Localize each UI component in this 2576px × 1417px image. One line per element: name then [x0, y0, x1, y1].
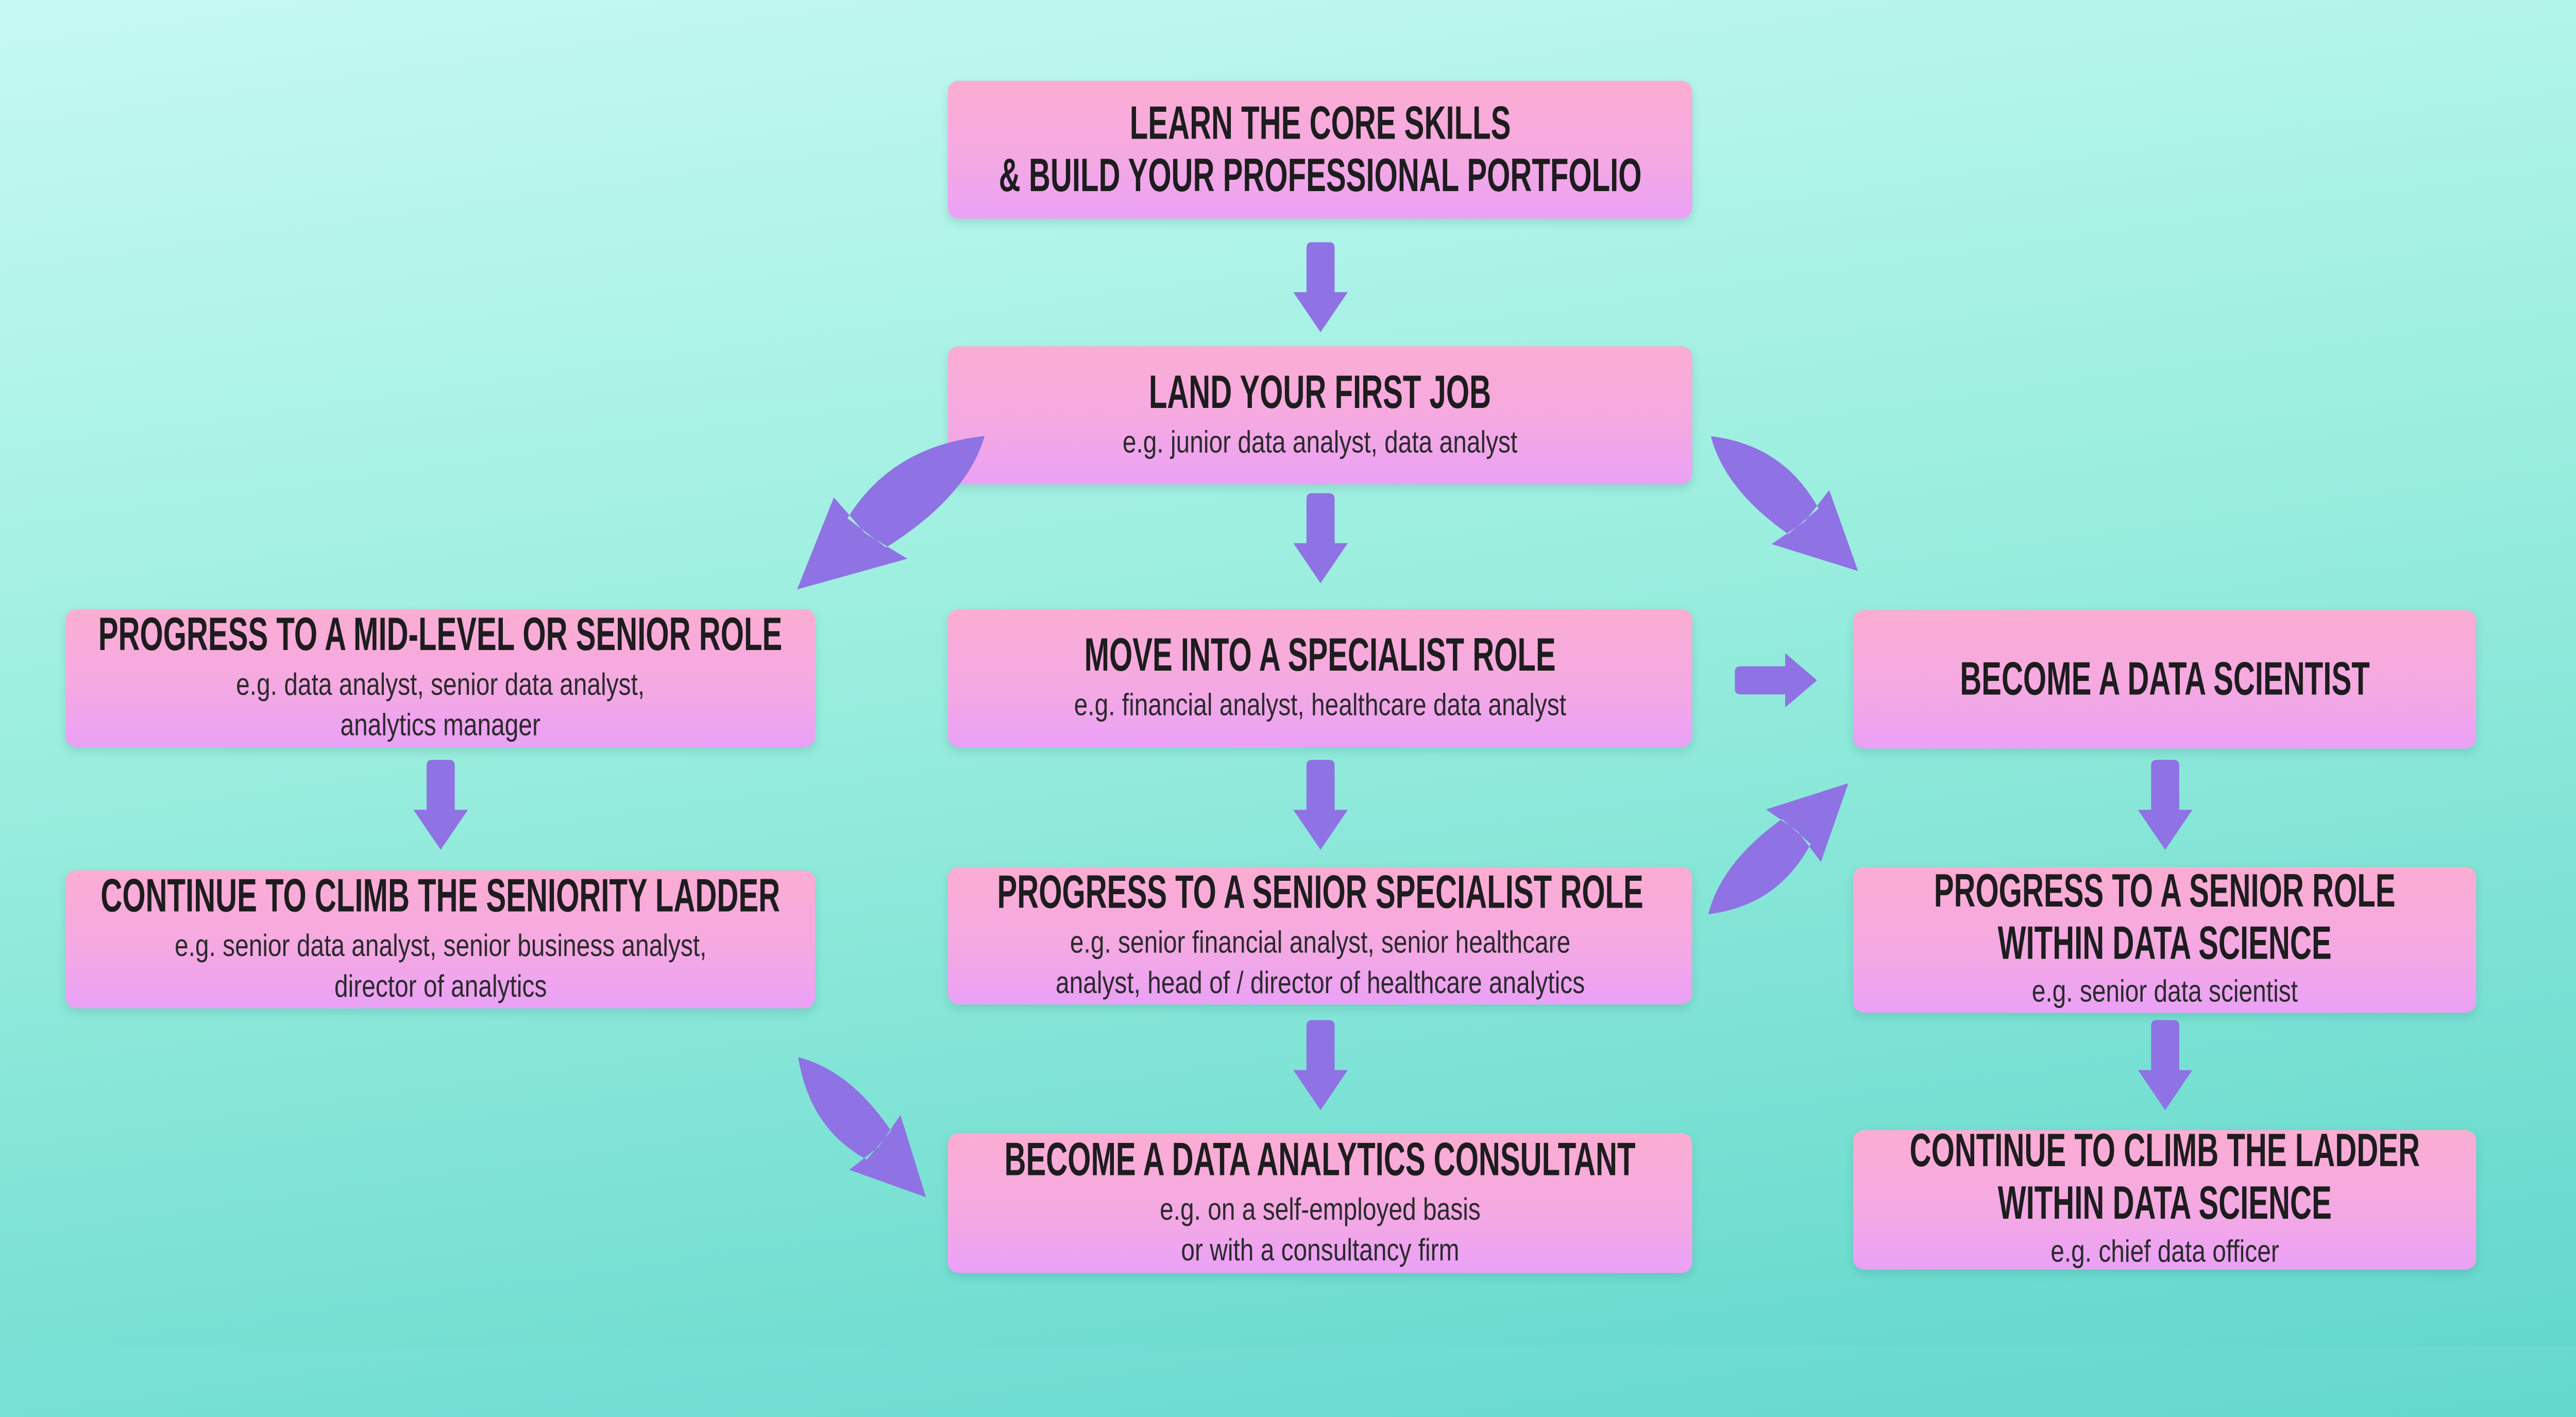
node-learn-core-skills: LEARN THE CORE SKILLS & BUILD YOUR PROFE… — [947, 80, 1692, 219]
down-arrow-senior-specialist-to-consultant-icon — [1293, 1020, 1349, 1111]
down-arrow-scientist-to-senior-ds-icon — [2137, 760, 2193, 850]
node-title: CONTINUE TO CLIMB THE SENIORITY LADDER — [100, 870, 781, 922]
node-subtitle: e.g. on a self-employed basis or with a … — [1159, 1192, 1481, 1268]
curved-arrow-land-to-scientist-icon — [1708, 431, 1859, 572]
node-land-first-job: LAND YOUR FIRST JOB e.g. junior data ana… — [947, 346, 1692, 485]
node-title: BECOME A DATA ANALYTICS CONSULTANT — [1004, 1134, 1636, 1186]
right-arrow-specialist-to-scientist-icon — [1735, 652, 1818, 708]
curved-arrow-senior-specialist-to-scientist-icon — [1705, 782, 1850, 920]
node-subtitle: e.g. financial analyst, healthcare data … — [1074, 688, 1566, 722]
down-arrow-land-to-specialist-icon — [1293, 493, 1349, 584]
node-title: LAND YOUR FIRST JOB — [1149, 366, 1492, 419]
node-subtitle: e.g. senior data analyst, senior busines… — [174, 929, 707, 1004]
curved-arrow-land-to-midlevel-icon — [795, 430, 989, 591]
node-progress-mid-level: PROGRESS TO A MID-LEVEL OR SENIOR ROLE e… — [65, 609, 816, 747]
node-subtitle: e.g. chief data officer — [2050, 1234, 2279, 1269]
node-subtitle: e.g. senior financial analyst, senior he… — [1055, 925, 1585, 1000]
node-data-analytics-consultant: BECOME A DATA ANALYTICS CONSULTANT e.g. … — [947, 1133, 1692, 1273]
node-become-data-scientist: BECOME A DATA SCIENTIST — [1853, 610, 2477, 749]
node-title: PROGRESS TO A MID-LEVEL OR SENIOR ROLE — [98, 609, 783, 661]
node-move-specialist-role: MOVE INTO A SPECIALIST ROLE e.g. financi… — [947, 609, 1692, 747]
node-subtitle: e.g. senior data scientist — [2031, 974, 2298, 1009]
down-arrow-specialist-to-senior-specialist-icon — [1293, 760, 1349, 850]
down-arrow-learn-to-land-icon — [1293, 242, 1349, 333]
node-title: PROGRESS TO A SENIOR SPECIALIST ROLE — [997, 866, 1643, 918]
node-senior-role-data-science: PROGRESS TO A SENIOR ROLE WITHIN DATA SC… — [1853, 864, 2477, 1013]
node-title: BECOME A DATA SCIENTIST — [1959, 653, 2370, 705]
node-subtitle: e.g. data analyst, senior data analyst, … — [236, 667, 645, 743]
node-title: LEARN THE CORE SKILLS & BUILD YOUR PROFE… — [998, 97, 1642, 202]
career-path-flowchart: LEARN THE CORE SKILLS & BUILD YOUR PROFE… — [0, 0, 2576, 1346]
node-senior-specialist-role: PROGRESS TO A SENIOR SPECIALIST ROLE e.g… — [947, 866, 1692, 1005]
curved-arrow-ladder-to-consultant-icon — [793, 1054, 927, 1199]
node-title: PROGRESS TO A SENIOR ROLE WITHIN DATA SC… — [1934, 864, 2396, 969]
node-title: MOVE INTO A SPECIALIST ROLE — [1084, 629, 1556, 681]
down-arrow-senior-ds-to-climb-ds-icon — [2137, 1020, 2193, 1111]
down-arrow-midlevel-to-ladder-icon — [413, 760, 469, 850]
node-climb-ladder-data-science: CONTINUE TO CLIMB THE LADDER WITHIN DATA… — [1853, 1125, 2477, 1270]
node-title: CONTINUE TO CLIMB THE LADDER WITHIN DATA… — [1909, 1124, 2420, 1229]
node-climb-seniority-ladder: CONTINUE TO CLIMB THE SENIORITY LADDER e… — [65, 870, 816, 1009]
node-subtitle: e.g. junior data analyst, data analyst — [1122, 425, 1518, 459]
